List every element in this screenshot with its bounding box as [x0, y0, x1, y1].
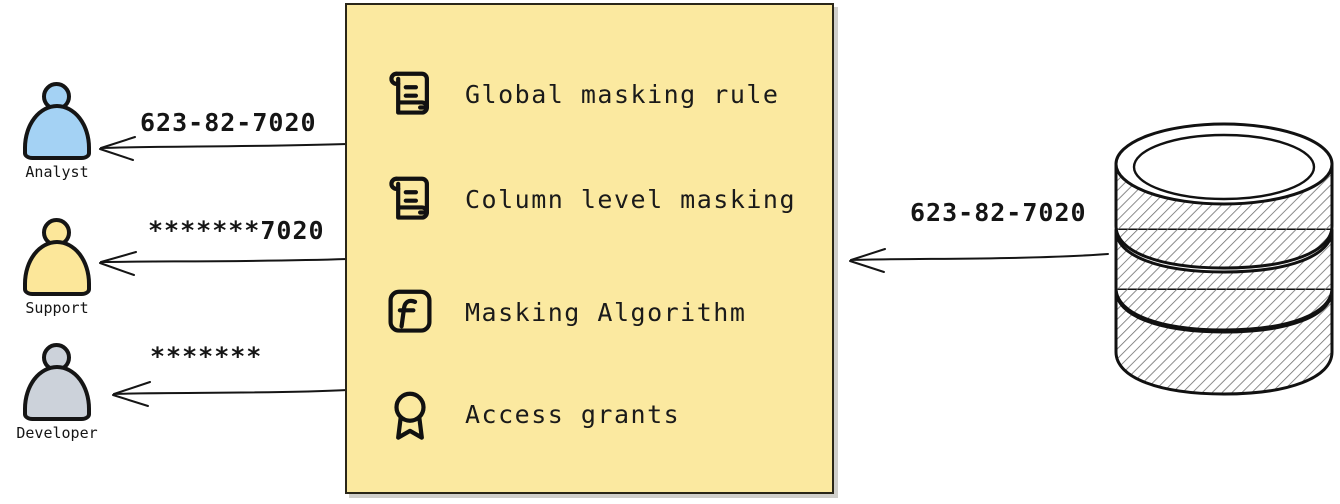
analyst-avatar [21, 82, 93, 160]
arrow-label-support: *******7020 [148, 216, 325, 245]
award-icon [394, 391, 426, 440]
actor-support: Support [2, 218, 112, 317]
function-icon [388, 289, 432, 333]
scroll-icon [389, 176, 429, 220]
database-icon [1114, 122, 1334, 396]
scroll-icon [389, 71, 429, 115]
developer-avatar [21, 343, 93, 421]
actor-label-support: Support [25, 299, 89, 317]
policy-item-access-grants[interactable]: Access grants [383, 385, 680, 443]
arrow-to-analyst [99, 136, 348, 161]
avatar-body-icon [23, 365, 91, 421]
policy-item-column-level-masking[interactable]: Column level masking [383, 170, 796, 228]
arrow-label-analyst: 623-82-7020 [140, 108, 317, 137]
avatar-body-icon [23, 104, 91, 160]
policy-label: Global masking rule [465, 79, 780, 109]
arrow-label-developer: ******* [150, 342, 263, 371]
policy-label: Access grants [465, 399, 681, 429]
arrow-to-support [99, 251, 348, 276]
policy-item-masking-algorithm[interactable]: Masking Algorithm [383, 283, 746, 341]
policy-item-global-masking-rule[interactable]: Global masking rule [383, 65, 779, 123]
policy-label: Column level masking [465, 184, 797, 214]
arrow-database-to-panel [849, 248, 1109, 273]
actor-label-analyst: Analyst [25, 163, 89, 181]
actor-developer: Developer [2, 343, 112, 442]
actor-analyst: Analyst [2, 82, 112, 181]
policy-label: Masking Algorithm [465, 297, 747, 327]
masking-policy-panel: Global masking rule Column level masking… [345, 3, 834, 494]
support-avatar [21, 218, 93, 296]
arrow-label-source: 623-82-7020 [910, 198, 1087, 227]
arrow-to-developer [112, 381, 349, 407]
actor-label-developer: Developer [16, 424, 98, 442]
avatar-body-icon [23, 240, 91, 296]
